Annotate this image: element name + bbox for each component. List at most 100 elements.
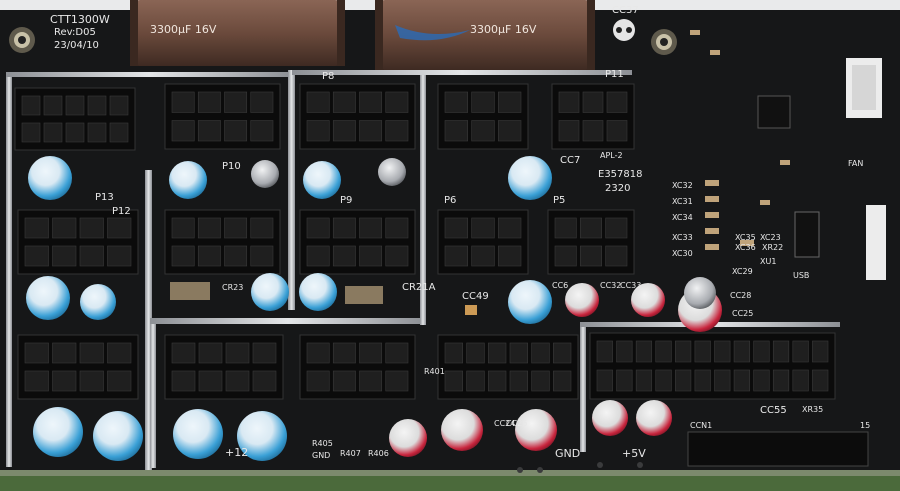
label-gnd: GND: [555, 447, 581, 460]
label-p10: P10: [222, 161, 241, 172]
blue-capacitor: [237, 411, 287, 461]
label-r407: R407: [340, 449, 361, 458]
connector-pin: [87, 95, 107, 116]
connector-pin: [606, 120, 628, 142]
connector-pin: [694, 369, 711, 392]
smd-components: [690, 30, 790, 250]
big-cap-1-label: 3300µF 16V: [150, 23, 217, 36]
connector-pin: [332, 370, 356, 392]
connector-pin: [596, 369, 613, 392]
connector-pin: [171, 342, 196, 364]
pcb-vias: [517, 462, 643, 473]
cap-cc37: [613, 19, 635, 41]
connector-pin: [252, 370, 277, 392]
connector-pin: [558, 120, 580, 142]
connector-pin: [605, 245, 628, 267]
connector-pin: [24, 217, 49, 239]
side-connector: [866, 205, 886, 280]
connector-pin: [812, 340, 829, 363]
label-r401: R401: [424, 367, 445, 376]
connector-pin: [554, 217, 577, 239]
connector-pin: [580, 245, 602, 267]
connector-pin: [306, 342, 330, 364]
blue-capacitor: [33, 407, 83, 457]
connector-pin: [65, 122, 85, 143]
label-cr23: CR23: [222, 283, 244, 292]
connector-pin: [171, 245, 195, 267]
connector-pin: [107, 370, 132, 392]
connector-pin: [444, 370, 463, 392]
label-xc34: XC34: [672, 213, 693, 222]
fan-connector: [846, 58, 882, 118]
connector-pin: [359, 370, 383, 392]
label-pin15: 15: [860, 421, 871, 430]
label-xc32: XC32: [672, 181, 693, 190]
blue-capacitor: [173, 409, 223, 459]
connector-pin: [52, 217, 77, 239]
connector-pin: [79, 370, 104, 392]
connector-pin: [714, 340, 731, 363]
label-p13: P13: [95, 192, 114, 203]
label-apl: APL-2: [600, 151, 623, 160]
label-id1: E357818: [598, 169, 643, 180]
connector-pin: [198, 370, 223, 392]
label-xc36: XC36: [735, 243, 756, 252]
connector-pin: [498, 245, 522, 267]
label-xc31: XC31: [672, 197, 693, 206]
connector-pin: [43, 95, 63, 116]
connector-pin: [616, 369, 633, 392]
connector-pin: [582, 120, 604, 142]
connector-pin: [43, 122, 63, 143]
board-date: 23/04/10: [54, 40, 99, 51]
label-p9: P9: [340, 195, 353, 206]
label-fan: FAN: [848, 159, 864, 168]
connector-pin: [171, 370, 196, 392]
label-p12: P12: [112, 206, 131, 217]
connector-pin: [635, 369, 653, 392]
label-cc28: CC28: [730, 291, 752, 300]
connector-pin: [498, 217, 522, 239]
connector-pin: [488, 370, 507, 392]
connector-pin: [385, 120, 409, 142]
connector-pin: [812, 369, 829, 392]
connector-pin: [250, 217, 274, 239]
connector-pin: [466, 342, 485, 364]
connector-pin: [224, 217, 248, 239]
connector-pin: [488, 342, 507, 364]
label-p6: P6: [444, 195, 457, 206]
connector-pin: [24, 342, 49, 364]
label-xc35: XC35: [735, 233, 756, 242]
connector-pin: [359, 217, 383, 239]
connector-pin: [655, 340, 672, 363]
connector-pin: [79, 245, 104, 267]
connector-pin: [471, 217, 495, 239]
connector-pin: [733, 369, 750, 392]
blue-capacitor: [26, 276, 70, 320]
connector-pin: [509, 370, 528, 392]
connector-pin: [250, 245, 274, 267]
connector-pin: [385, 217, 409, 239]
connector-pin: [531, 342, 550, 364]
connector-pin: [171, 217, 195, 239]
connector-pin: [306, 217, 330, 239]
connector-pin: [252, 342, 277, 364]
connector-pin: [531, 370, 550, 392]
connector-pin: [171, 91, 195, 113]
label-cc32: CC32: [600, 281, 622, 290]
red-capacitor: [441, 409, 483, 451]
connector-pin: [605, 217, 628, 239]
connector-pin: [197, 120, 221, 142]
connector-pin: [616, 340, 633, 363]
connector-pin: [596, 340, 613, 363]
label-plus12: +12: [225, 446, 249, 459]
connector-pin: [466, 370, 485, 392]
red-capacitor: [631, 283, 665, 317]
connector-pin: [250, 120, 274, 142]
red-capacitor: [636, 400, 672, 436]
connector-pin: [21, 122, 41, 143]
connector-pin: [109, 95, 129, 116]
connector-pin: [606, 91, 628, 113]
red-capacitor: [565, 283, 599, 317]
